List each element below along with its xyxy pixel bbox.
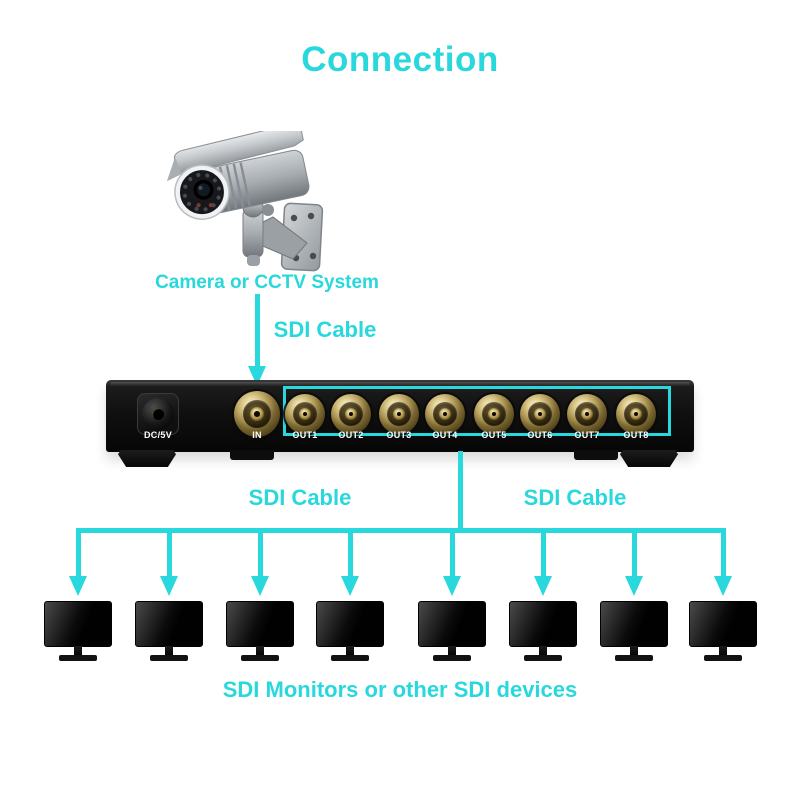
monitor-2 <box>135 601 203 661</box>
monitor-stand-base <box>331 655 369 661</box>
camera-wall-bracket <box>242 196 324 272</box>
monitor-3-arrowhead-icon <box>251 576 269 596</box>
monitor-stand-base <box>59 655 97 661</box>
bnc-out5-connector <box>474 394 514 434</box>
monitor-5 <box>418 601 486 661</box>
monitor-screen <box>600 601 668 647</box>
monitor-screen <box>226 601 294 647</box>
out4-port-label: OUT4 <box>432 430 458 440</box>
out8-port-label: OUT8 <box>623 430 649 440</box>
bus-to-monitor-2-cable-line <box>166 528 172 578</box>
monitor-screen <box>44 601 112 647</box>
monitor-screen <box>135 601 203 647</box>
out2-port-label: OUT2 <box>338 430 364 440</box>
page-title: Connection <box>301 40 499 79</box>
bus-to-monitor-3-cable-line <box>257 528 263 578</box>
bus-to-monitor-8-cable-line <box>720 528 726 578</box>
monitor-stand-neck <box>165 646 173 655</box>
device-tab <box>574 450 618 460</box>
bnc-out6-connector <box>520 394 560 434</box>
bnc-out1-connector <box>285 394 325 434</box>
bus-to-monitor-1-cable-line <box>75 528 81 578</box>
output-ports-highlight-box <box>283 386 671 436</box>
out6-port-label: OUT6 <box>527 430 553 440</box>
camera-to-splitter-cable-line <box>254 294 260 368</box>
sdi-cable-right-label: SDI Cable <box>523 485 627 510</box>
monitor-screen <box>509 601 577 647</box>
monitor-2-arrowhead-icon <box>160 576 178 596</box>
monitor-3 <box>226 601 294 661</box>
monitor-4-arrowhead-icon <box>341 576 359 596</box>
monitor-stand-base <box>704 655 742 661</box>
monitor-7 <box>600 601 668 661</box>
out1-port-label: OUT1 <box>292 430 318 440</box>
out3-port-label: OUT3 <box>386 430 412 440</box>
monitor-stand-base <box>524 655 562 661</box>
monitor-8 <box>689 601 757 661</box>
monitor-6 <box>509 601 577 661</box>
monitor-8-arrowhead-icon <box>714 576 732 596</box>
monitor-screen <box>418 601 486 647</box>
out7-port-label: OUT7 <box>574 430 600 440</box>
bus-to-monitor-6-cable-line <box>540 528 546 578</box>
bus-to-monitor-7-cable-line <box>631 528 637 578</box>
monitor-screen <box>689 601 757 647</box>
bnc-out8-connector <box>616 394 656 434</box>
bnc-out2-connector <box>331 394 371 434</box>
device-foot-right <box>620 450 678 467</box>
dc-power-jack <box>137 393 179 435</box>
cctv-camera-graphic <box>166 131 324 272</box>
camera-label: Camera or CCTV System <box>155 272 379 293</box>
bnc-in-connector <box>234 391 280 437</box>
sdi-cable-top-label: SDI Cable <box>273 317 377 342</box>
monitor-screen <box>316 601 384 647</box>
monitor-stand-neck <box>630 646 638 655</box>
monitor-stand-neck <box>256 646 264 655</box>
bus-to-monitor-4-cable-line <box>347 528 353 578</box>
monitors-label: SDI Monitors or other SDI devices <box>222 677 578 702</box>
camera-body <box>166 131 310 220</box>
sdi-splitter-device: DC/5V IN OUT1 OUT2 OUT3 OUT4 OUT5 OUT6 OUT7 OUT… <box>106 380 694 467</box>
monitor-1-arrowhead-icon <box>69 576 87 596</box>
bus-to-monitor-5-cable-line <box>449 528 455 578</box>
monitor-stand-base <box>433 655 471 661</box>
monitor-stand-base <box>241 655 279 661</box>
in-port-label: IN <box>252 430 262 440</box>
bnc-out3-connector <box>379 394 419 434</box>
sdi-cable-left-label: SDI Cable <box>248 485 352 510</box>
monitor-stand-neck <box>539 646 547 655</box>
monitor-6-arrowhead-icon <box>534 576 552 596</box>
device-tab <box>230 450 274 460</box>
bnc-out4-connector <box>425 394 465 434</box>
distribution-bus-line <box>75 528 726 533</box>
splitter-to-bus-cable-line <box>457 451 463 530</box>
out5-port-label: OUT5 <box>481 430 507 440</box>
monitor-7-arrowhead-icon <box>625 576 643 596</box>
monitor-stand-neck <box>719 646 727 655</box>
monitor-stand-neck <box>346 646 354 655</box>
monitor-stand-neck <box>448 646 456 655</box>
monitor-1 <box>44 601 112 661</box>
monitor-stand-base <box>150 655 188 661</box>
monitor-5-arrowhead-icon <box>443 576 461 596</box>
dc-port-label: DC/5V <box>143 430 172 440</box>
monitor-stand-neck <box>74 646 82 655</box>
monitor-4 <box>316 601 384 661</box>
device-foot-left <box>118 450 176 467</box>
bnc-out7-connector <box>567 394 607 434</box>
monitor-stand-base <box>615 655 653 661</box>
